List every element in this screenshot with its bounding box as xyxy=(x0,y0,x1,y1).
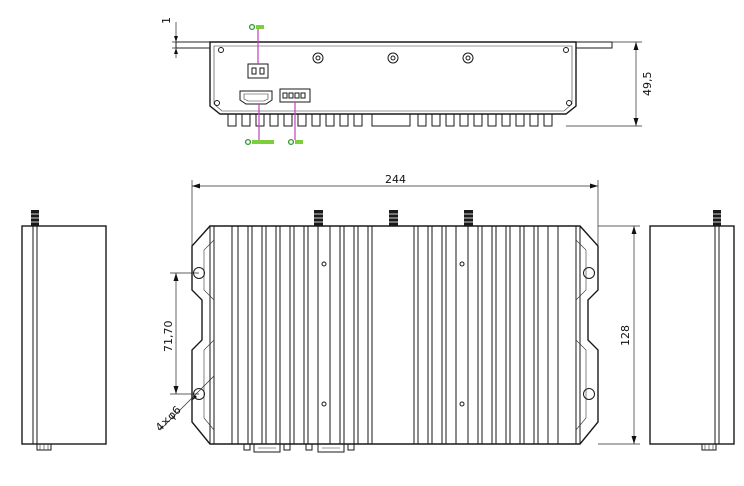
com-callout xyxy=(287,102,303,146)
screw-icon xyxy=(321,261,327,267)
antenna-hole-icon xyxy=(312,52,324,64)
height-label: 128 xyxy=(619,325,632,346)
hole-spacing-dimension: 71,70 xyxy=(162,272,199,395)
antenna-connector-icon xyxy=(31,210,39,226)
panel-height-dimension: 49,5 xyxy=(566,41,654,127)
screw-icon xyxy=(321,401,327,407)
mounting-hole-icon xyxy=(583,267,595,279)
antenna-connector-icon xyxy=(389,210,398,226)
antenna-connector-icon xyxy=(464,210,473,226)
screw-icon xyxy=(459,401,465,407)
heatsink-fins-left xyxy=(231,226,373,444)
mounting-hole-icon xyxy=(583,388,595,400)
antenna-hole-icon xyxy=(462,52,474,64)
power-connector-icon xyxy=(247,63,269,79)
front-panel-outline xyxy=(209,41,577,115)
main-body-outline xyxy=(191,225,599,445)
corner-screw-icon xyxy=(214,100,220,106)
callout-marker-icon xyxy=(244,138,252,146)
callout-marker-icon xyxy=(248,23,256,31)
callout-marker-icon xyxy=(287,138,295,146)
hole-spacing-label: 71,70 xyxy=(162,321,175,353)
top-view: 1 49,5 xyxy=(160,17,654,146)
flange-thickness-dimension: 1 xyxy=(160,17,210,58)
panel-height-label: 49,5 xyxy=(641,72,654,97)
heatsink-fins-right xyxy=(413,226,559,444)
antenna-connector-icon xyxy=(314,210,323,226)
antenna-connector-icon xyxy=(713,210,721,226)
com-terminal-icon xyxy=(279,88,311,103)
main-view: 244 128 71,70 4×φ6 xyxy=(153,173,640,453)
corner-screw-icon xyxy=(218,47,224,53)
hole-diameter-label: 4×φ6 xyxy=(153,403,184,434)
antenna-hole-icon xyxy=(387,52,399,64)
left-side-body xyxy=(21,225,107,445)
corner-screw-icon xyxy=(566,100,572,106)
right-side-body xyxy=(649,225,735,445)
bottom-ports xyxy=(243,443,355,453)
left-side-view xyxy=(21,210,107,451)
screw-icon xyxy=(459,261,465,267)
bottom-heatsink-fins xyxy=(227,114,553,127)
corner-screw-icon xyxy=(563,47,569,53)
right-flange xyxy=(575,41,613,49)
hdmi-port-icon xyxy=(239,90,273,105)
power-callout xyxy=(248,23,264,64)
bottom-connector-icon xyxy=(36,443,52,451)
bottom-connector-icon xyxy=(701,443,717,451)
left-flange xyxy=(175,41,211,49)
right-side-view xyxy=(649,210,735,451)
hole-diameter-callout: 4×φ6 xyxy=(153,375,215,434)
width-dimension: 244 xyxy=(191,173,599,246)
height-dimension: 128 xyxy=(598,225,640,445)
width-label: 244 xyxy=(385,173,406,186)
panel-inner-edge xyxy=(213,45,573,112)
hdmi-callout xyxy=(244,104,274,146)
flange-thickness-label: 1 xyxy=(160,17,173,24)
